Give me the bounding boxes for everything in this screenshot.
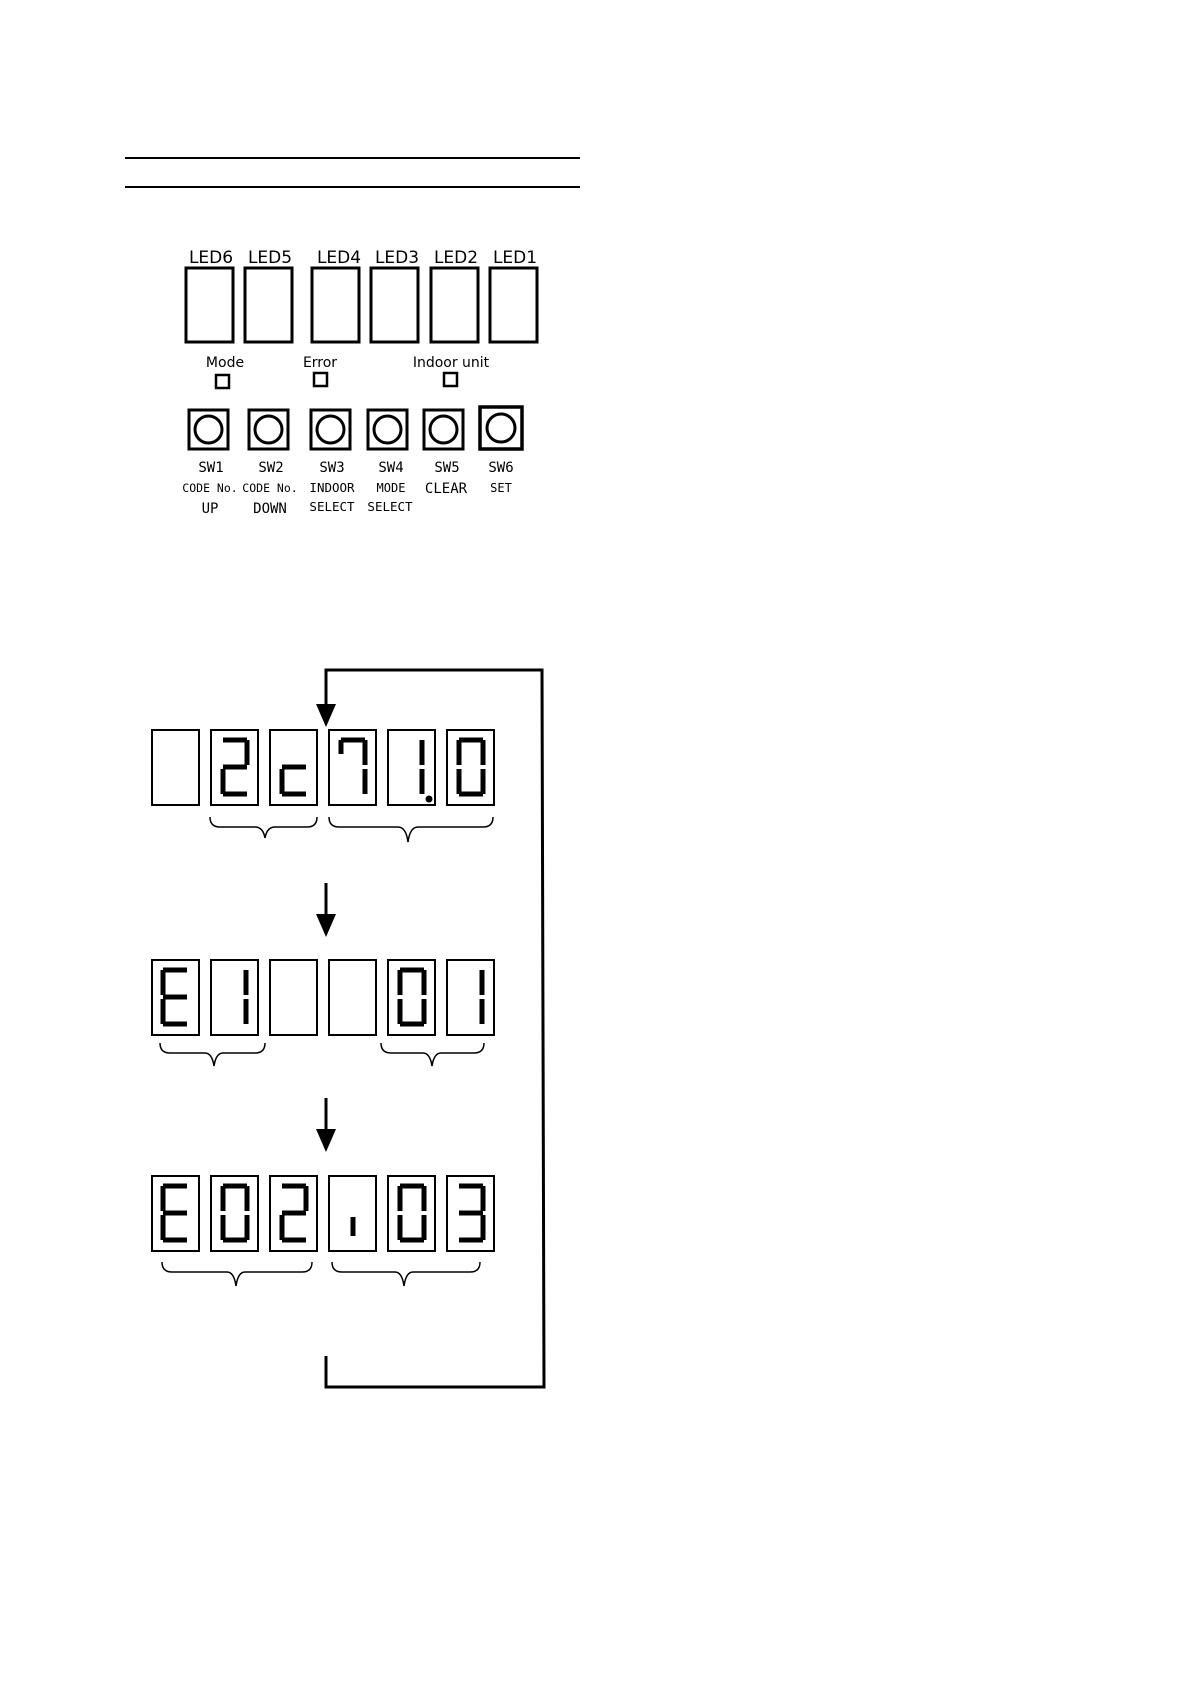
digit-frame xyxy=(388,730,435,805)
switch-sw2[interactable] xyxy=(249,410,288,449)
switch-group xyxy=(189,407,522,449)
brace xyxy=(162,1262,312,1286)
brace-group xyxy=(162,1262,480,1286)
sequence-arrow-1 xyxy=(316,883,336,937)
digit-frame xyxy=(270,960,317,1035)
led-digit-3 xyxy=(459,1186,483,1240)
indicator-group: Mode Error Indoor unit xyxy=(206,355,490,388)
switch-func1-sw2: CODE No. xyxy=(242,481,297,495)
digit-frame-group xyxy=(152,730,494,805)
display-row-1 xyxy=(152,730,494,842)
switch-id-sw6: SW6 xyxy=(488,460,513,476)
switch-id-sw1: SW1 xyxy=(198,460,223,476)
led-label-6: LED6 xyxy=(189,248,233,268)
display-row-2 xyxy=(152,960,494,1066)
switch-func1-sw4: MODE xyxy=(377,481,406,495)
led-label-3: LED3 xyxy=(375,248,419,268)
led-digit-0 xyxy=(400,970,424,1024)
arrowhead-down-icon xyxy=(316,1129,336,1152)
led-digit-2 xyxy=(282,1186,306,1240)
switch-func2-sw1: UP xyxy=(202,501,219,517)
switch-sw3[interactable] xyxy=(311,410,350,449)
digit-frame xyxy=(329,960,376,1035)
switch-sw6[interactable] xyxy=(480,407,522,449)
loop-frame xyxy=(316,670,544,1387)
led-window-group xyxy=(186,268,537,342)
switch-func2-sw4: SELECT xyxy=(367,499,413,514)
digit-frame xyxy=(211,960,258,1035)
display-row-3 xyxy=(152,1176,494,1286)
digit-frame xyxy=(447,960,494,1035)
led-digit-0 xyxy=(459,740,483,794)
led-digit-e xyxy=(163,1186,187,1240)
led-label-group: LED6 LED5 LED4 LED3 LED2 LED1 xyxy=(189,248,537,268)
switch-sw1[interactable] xyxy=(189,410,228,449)
switch-func1-sw1: CODE No. xyxy=(182,481,237,495)
switch-func1-sw5: CLEAR xyxy=(425,481,468,497)
switch-func2-sw3: SELECT xyxy=(309,499,355,514)
led-window-2 xyxy=(431,268,478,342)
led-digit-0 xyxy=(223,1186,247,1240)
switch-sw4[interactable] xyxy=(368,410,407,449)
arrowhead-down-icon xyxy=(316,704,336,727)
led-digit-1-dot xyxy=(422,740,433,803)
switch-id-sw4: SW4 xyxy=(378,460,403,476)
led-digit-7 xyxy=(341,740,365,794)
indicator-label-mode: Mode xyxy=(206,355,244,371)
switch-id-sw3: SW3 xyxy=(319,460,344,476)
indicator-lamp-error xyxy=(314,373,327,386)
indicator-lamp-indoor-unit xyxy=(444,373,457,386)
digit-frame xyxy=(329,1176,376,1251)
led-digit-e xyxy=(163,970,187,1024)
led-digit-c xyxy=(282,767,306,794)
led-label-1: LED1 xyxy=(493,248,537,268)
led-window-4 xyxy=(312,268,359,342)
digit-frame-group xyxy=(152,960,494,1035)
indicator-label-error: Error xyxy=(303,355,337,371)
led-window-3 xyxy=(371,268,418,342)
brace xyxy=(332,1262,480,1286)
switch-id-sw2: SW2 xyxy=(258,460,283,476)
arrowhead-down-icon xyxy=(316,914,336,937)
switch-sw5[interactable] xyxy=(424,410,463,449)
digit-frame-group xyxy=(152,1176,494,1251)
digit-frame xyxy=(152,730,199,805)
switch-id-sw5: SW5 xyxy=(434,460,459,476)
led-digit-0 xyxy=(400,1186,424,1240)
switch-func1-sw6: SET xyxy=(490,481,512,495)
brace xyxy=(210,817,317,838)
indicator-lamp-mode xyxy=(216,375,229,388)
led-digit-2 xyxy=(223,740,247,794)
brace-group xyxy=(160,1043,484,1066)
led-window-6 xyxy=(186,268,233,342)
switch-func2-sw2: DOWN xyxy=(253,501,287,517)
indicator-label-indoor-unit: Indoor unit xyxy=(413,355,490,371)
switch-func1-sw3: INDOOR xyxy=(309,480,355,495)
led-window-5 xyxy=(245,268,292,342)
brace xyxy=(381,1043,484,1066)
switch-label-group: SW1 SW2 SW3 SW4 SW5 SW6 CODE No. CODE No… xyxy=(182,460,513,517)
led-label-5: LED5 xyxy=(248,248,292,268)
led-label-4: LED4 xyxy=(317,248,361,268)
brace-group xyxy=(210,817,493,842)
brace xyxy=(160,1043,265,1066)
brace xyxy=(329,817,493,842)
sequence-arrow-2 xyxy=(316,1098,336,1152)
led-label-2: LED2 xyxy=(434,248,478,268)
led-window-1 xyxy=(490,268,537,342)
